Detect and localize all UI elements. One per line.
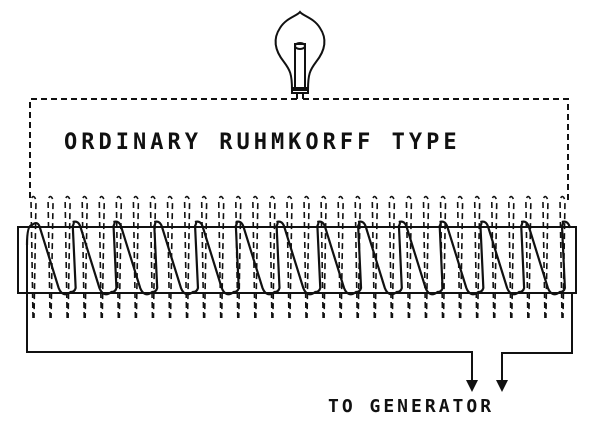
secondary-turn: [303, 195, 310, 319]
secondary-turn: [337, 195, 344, 319]
secondary-turn: [490, 195, 498, 319]
secondary-turn: [166, 195, 174, 319]
diagram-title: ORDINARY RUHMKORFF TYPE: [64, 130, 461, 155]
secondary-turn: [200, 195, 208, 319]
secondary-turn: [320, 195, 327, 319]
primary-circuit-wire: [26, 245, 573, 384]
secondary-turn: [81, 195, 88, 319]
secondary-turn: [217, 195, 225, 319]
secondary-turn: [508, 195, 515, 319]
secondary-turn: [405, 195, 413, 319]
arrow-icon: [466, 380, 478, 392]
primary-coil: [25, 220, 572, 296]
secondary-turn: [132, 195, 140, 319]
arrow-icon: [496, 380, 508, 392]
secondary-turn: [234, 195, 242, 319]
secondary-turn: [559, 195, 566, 319]
secondary-turn: [286, 195, 293, 319]
secondary-turn: [64, 195, 71, 319]
secondary-turn: [354, 195, 362, 319]
primary-winding: [25, 220, 572, 296]
secondary-turn: [542, 195, 549, 319]
secondary-turn: [252, 195, 259, 319]
secondary-turn: [456, 195, 464, 319]
secondary-turn: [473, 195, 481, 319]
iron-core: [17, 226, 577, 294]
generator-label: TO GENERATOR: [328, 396, 495, 417]
secondary-circuit-wire: [29, 98, 569, 200]
secondary-turn: [439, 195, 447, 319]
secondary-turn: [388, 195, 396, 319]
secondary-turn: [422, 195, 430, 319]
lamp-bulb-icon: [274, 10, 326, 99]
secondary-turn: [269, 195, 276, 319]
secondary-winding: [30, 195, 566, 319]
secondary-turn: [115, 195, 123, 319]
secondary-turn: [525, 195, 532, 319]
secondary-turn: [149, 195, 157, 319]
secondary-turn: [47, 195, 54, 319]
secondary-turn: [98, 195, 106, 319]
secondary-turn: [371, 195, 379, 319]
secondary-turn: [183, 195, 191, 319]
secondary-turn: [30, 195, 37, 319]
